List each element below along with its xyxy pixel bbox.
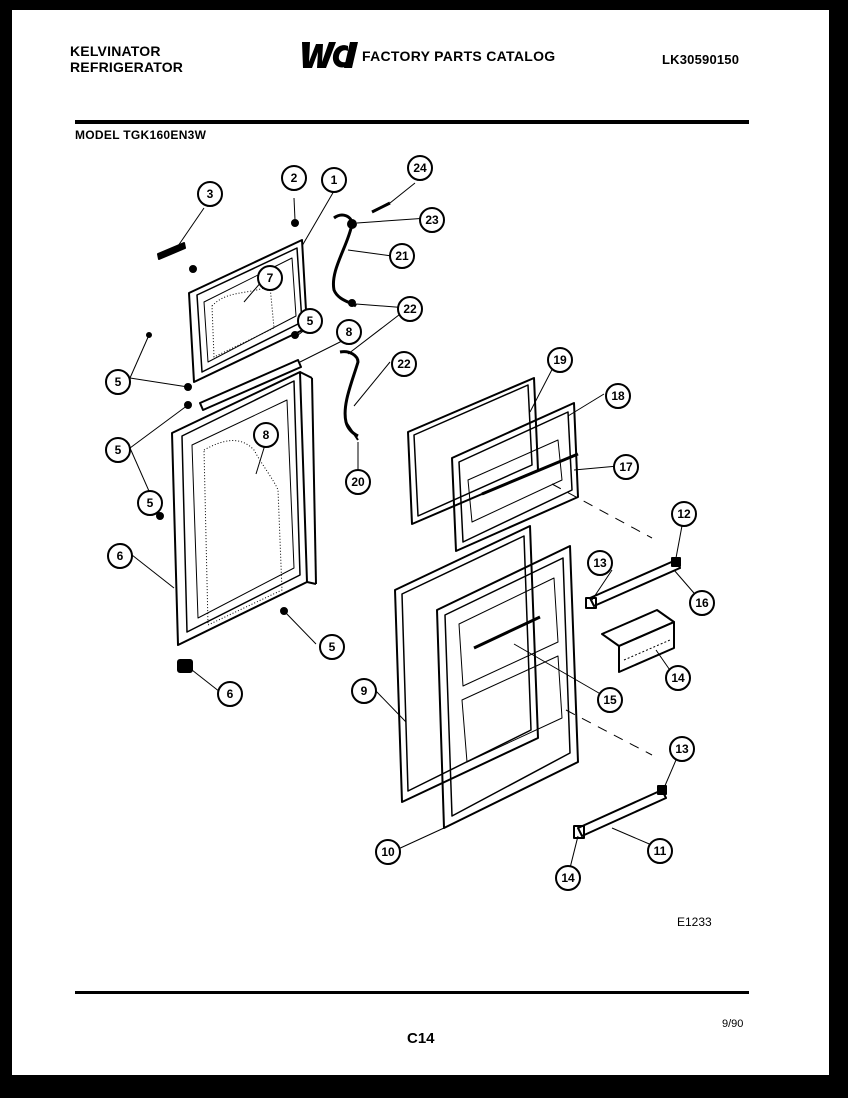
callout-circle <box>321 167 347 193</box>
callout-number: 14 <box>671 671 685 685</box>
callout-circle <box>397 296 423 322</box>
callout-number: 23 <box>425 213 439 227</box>
callout-number: 6 <box>117 549 124 563</box>
callout-circle <box>689 590 715 616</box>
callout-number: 20 <box>351 475 365 489</box>
page-code: C14 <box>407 1030 435 1047</box>
callout-number: 8 <box>346 325 353 339</box>
callout-number: 17 <box>619 460 633 474</box>
callout-number: 10 <box>381 845 395 859</box>
callout-number: 22 <box>397 357 411 371</box>
callout-circle <box>613 454 639 480</box>
callout-number: 22 <box>403 302 417 316</box>
catalog-title: FACTORY PARTS CATALOG <box>362 48 556 64</box>
diagram-code: E1233 <box>677 915 712 929</box>
freezer-inner-liner-part <box>451 402 653 552</box>
trim-piece-part <box>157 242 186 260</box>
catalog-number: LK30590150 <box>662 52 740 67</box>
callout-number: 5 <box>307 314 314 328</box>
callout-circle <box>419 207 445 233</box>
callout-circle <box>257 265 283 291</box>
exploded-door-diagram: 1235555566788910111213131414151617181920… <box>105 155 715 891</box>
callout-circle <box>336 319 362 345</box>
callout-circle <box>671 501 697 527</box>
callout-number: 5 <box>329 640 336 654</box>
callout-circle <box>391 351 417 377</box>
brand-block: KELVINATOR REFRIGERATOR <box>70 43 183 75</box>
callout-number: 19 <box>553 353 567 367</box>
callout-number: 5 <box>147 496 154 510</box>
callout-circle <box>345 469 371 495</box>
callout-number: 3 <box>207 187 214 201</box>
callout-number: 18 <box>611 389 625 403</box>
callout-number: 5 <box>115 443 122 457</box>
callout-circle <box>217 681 243 707</box>
handle-lower-part <box>339 350 360 441</box>
callout-circle <box>665 665 691 691</box>
callout-circle <box>281 165 307 191</box>
callout-circle <box>297 308 323 334</box>
callout-number: 21 <box>395 249 409 263</box>
screw-25-part <box>371 201 391 214</box>
fresh-food-inner-liner-part <box>436 545 653 829</box>
date-code: 9/90 <box>722 1018 744 1030</box>
dairy-compartment-door-part <box>601 609 675 673</box>
callout-circle <box>351 678 377 704</box>
callout-circle <box>107 543 133 569</box>
callout-number: 2 <box>291 171 298 185</box>
header-rule <box>75 120 749 124</box>
leader-lines <box>129 182 701 877</box>
wci-logo <box>302 42 358 68</box>
callout-number: 9 <box>361 684 368 698</box>
freezer-door-part <box>188 239 308 383</box>
callout-circle <box>669 736 695 762</box>
callout-number: 13 <box>593 556 607 570</box>
parts-diagram-sheet: KELVINATOR REFRIGERATOR FACTORY PARTS CA… <box>12 10 829 1075</box>
fresh-food-gasket-part <box>394 525 539 803</box>
callout-circle <box>319 634 345 660</box>
freezer-door-gasket-part <box>407 377 539 525</box>
callout-number: 16 <box>695 596 709 610</box>
callout-circle <box>105 437 131 463</box>
callout-circle <box>105 369 131 395</box>
callout-circle <box>137 490 163 516</box>
callout-number: 12 <box>677 507 691 521</box>
callout-number: 7 <box>267 271 274 285</box>
footer-rule <box>75 991 749 994</box>
callout-circle <box>597 687 623 713</box>
callout-circle <box>605 383 631 409</box>
callout-number: 5 <box>115 375 122 389</box>
model-line: MODEL TGK160EN3W <box>75 128 207 142</box>
callout-number: 15 <box>603 693 617 707</box>
callout-circle <box>587 550 613 576</box>
callout-circle <box>375 839 401 865</box>
callout-number: 24 <box>413 161 427 175</box>
callout-number: 13 <box>675 742 689 756</box>
callout-number: 6 <box>227 687 234 701</box>
callout-number: 11 <box>654 844 667 858</box>
callout-circle <box>389 243 415 269</box>
callout-number: 1 <box>331 173 338 187</box>
callout-circle <box>555 865 581 891</box>
callout-circle <box>647 838 673 864</box>
callout-circle <box>197 181 223 207</box>
fresh-food-door-part <box>171 371 317 646</box>
handle-upper-part <box>331 213 357 308</box>
hinge-part <box>177 659 193 673</box>
callout-number: 8 <box>263 428 270 442</box>
freezer-gasket-strip-part <box>199 359 302 411</box>
shelf-bar-12-part <box>573 785 667 839</box>
callout-circle <box>253 422 279 448</box>
callout-circle <box>547 347 573 373</box>
product-name: REFRIGERATOR <box>70 59 184 75</box>
callout-circle <box>407 155 433 181</box>
callout-number: 14 <box>561 871 575 885</box>
brand-name: KELVINATOR <box>70 43 161 59</box>
